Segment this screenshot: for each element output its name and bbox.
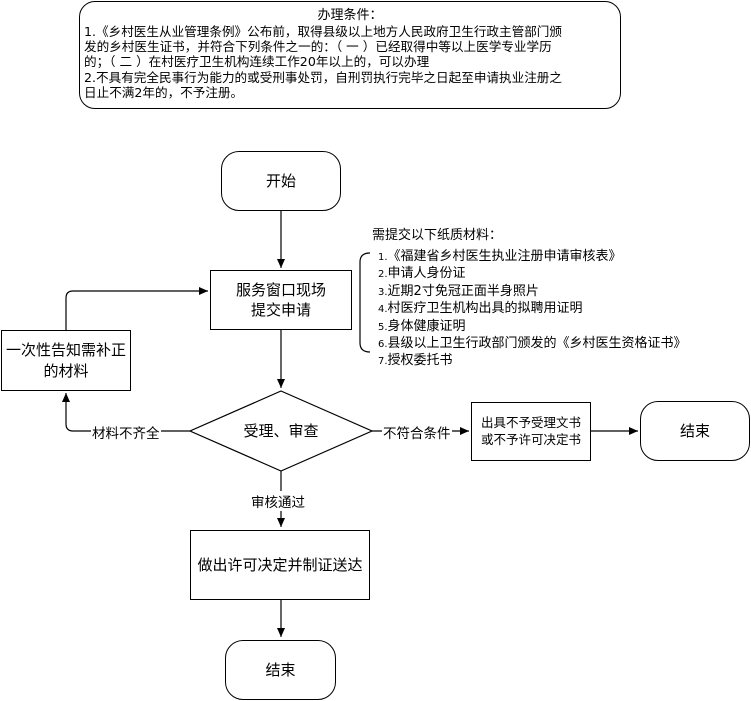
end-node-right: 结束 [640,401,750,461]
edge-label-incomplete: 材料不齐全 [91,422,161,442]
materials-item: 4.村医疗卫生机构出具的拟聘用证明 [378,301,583,317]
reject-label-line2: 或不予许可决定书 [480,431,581,447]
submit-node: 服务窗口现场 提交申请 [210,270,352,330]
arrow-review-to-notify [62,393,190,432]
reject-label-line1: 出具不予受理文书 [480,415,581,431]
conditions-line: 的；（ 二 ）在村医疗卫生机构连续工作20年以上的，可以办理 [84,54,430,70]
end-label: 结束 [679,421,710,440]
materials-item: 3.近期2寸免冠正面半身照片 [378,283,539,299]
notify-node: 一次性告知需补正 的材料 [1,330,131,391]
edge-label-approved: 审核通过 [250,491,306,511]
start-node: 开始 [221,151,341,211]
approve-label: 做出许可决定并制证送达 [197,555,363,574]
conditions-title: 办理条件： [317,8,383,23]
materials-item: 1.《福建省乡村医生执业注册申请审核表》 [378,249,622,264]
submit-label-line1: 服务窗口现场 [235,280,326,299]
arrow-notify-to-submit [65,287,208,330]
reject-node: 出具不予受理文书 或不予许可决定书 [471,402,591,461]
notify-label-line1: 一次性告知需补正 [5,341,126,360]
submit-label-line2: 提交申请 [250,301,311,319]
materials-brace [359,252,371,353]
conditions-line: 2.不具有完全民事行为能力的或受刑事处罚，自刑罚执行完毕之日起至申请执业注册之 [84,69,562,85]
materials-item: 6.县级以上卫生行政部门颁发的《乡村医生资格证书》 [378,336,687,352]
materials-list: 1.《福建省乡村医生执业注册申请审核表》 2.申请人身份证 3.近期2寸免冠正面… [378,249,742,371]
materials-annotation: 需提交以下纸质材料： 1.《福建省乡村医生执业注册申请审核表》 2.申请人身份证… [372,224,742,371]
approve-node: 做出许可决定并制证送达 [190,530,370,600]
end-node-bottom: 结束 [225,640,336,700]
review-diamond [188,390,374,472]
conditions-box: 办理条件： 1.《乡村医生从业管理条例》公布前，取得县级以上地方人民政府卫生行政… [79,1,621,109]
review-label: 受理、审查 [243,422,319,440]
materials-item: 2.申请人身份证 [378,266,466,282]
end-label: 结束 [265,660,296,679]
edge-label-not-qualified: 不符合条件 [382,422,452,442]
materials-item: 5.身体健康证明 [378,318,466,334]
materials-item: 7.授权委托书 [378,353,453,369]
conditions-line: 1.《乡村医生从业管理条例》公布前，取得县级以上地方人民政府卫生行政主管部门颁 [84,24,562,40]
notify-label-line2: 的材料 [43,361,89,380]
conditions-line: 发的乡村医生证书，并符合下列条件之一的：（ 一 ）已经取得中等以上医学专业学历 [84,39,552,55]
conditions-line: 日止不满2年的，不予注册。 [84,84,244,100]
start-label: 开始 [265,171,296,190]
materials-title: 需提交以下纸质材料： [372,228,503,243]
